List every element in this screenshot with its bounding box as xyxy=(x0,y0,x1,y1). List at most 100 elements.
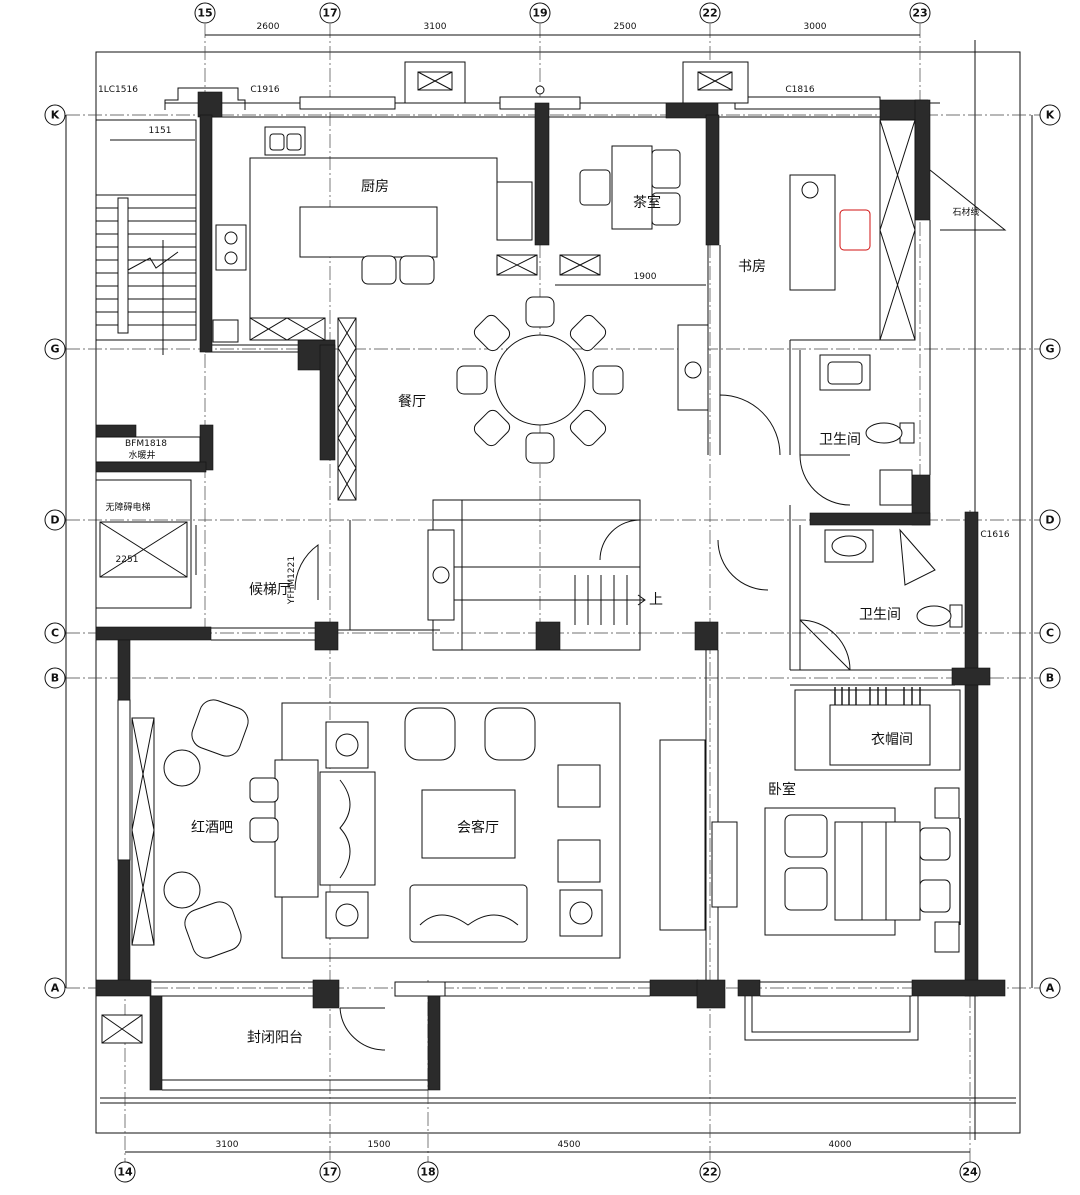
window-label: C1816 xyxy=(785,85,814,95)
kitchen: 厨房 xyxy=(212,126,533,501)
tall-cabinet-cross xyxy=(337,317,357,501)
wall-segment xyxy=(149,995,163,1091)
door-swing xyxy=(719,394,781,456)
stove-burner xyxy=(224,251,238,265)
dim-top: 2500 xyxy=(614,22,637,32)
tall-cabinet xyxy=(337,317,357,501)
toilet-tank xyxy=(949,604,963,628)
grid-bubble-top xyxy=(529,2,551,24)
marker xyxy=(535,85,545,95)
window xyxy=(117,699,131,861)
bookcase xyxy=(879,119,916,341)
sideboard-ornament xyxy=(684,361,702,379)
grid-label-right: G xyxy=(1045,343,1054,356)
bedroom: 卧室 xyxy=(711,781,961,953)
grid-bubble-bottom xyxy=(114,1161,136,1183)
grid-bubble-right xyxy=(1039,622,1061,644)
desk-lamp xyxy=(801,181,819,199)
door-swing xyxy=(799,619,851,671)
door-label-yfhm: YFHM1221 xyxy=(287,556,297,605)
bookcase-cross xyxy=(879,119,916,341)
wall-segment xyxy=(914,99,931,221)
dining: 餐厅 xyxy=(398,296,709,464)
door-swing xyxy=(339,1007,386,1051)
dining-chair xyxy=(525,432,555,464)
kitchen-island xyxy=(299,206,438,258)
wall-segment xyxy=(737,979,761,997)
pillow xyxy=(919,879,951,913)
wall-segment xyxy=(964,511,979,997)
nightstand xyxy=(934,921,960,953)
stair-rail xyxy=(117,197,129,334)
wall-segment xyxy=(95,979,152,997)
grid-label-bottom: 18 xyxy=(420,1166,435,1179)
bar-stool xyxy=(361,255,397,285)
grid-label-top: 17 xyxy=(322,7,337,20)
staircase-center: 上 xyxy=(349,499,663,651)
wall-segment xyxy=(427,995,441,1091)
shower-box xyxy=(879,469,913,506)
door-swing xyxy=(717,539,769,591)
grid-label-top: 15 xyxy=(197,7,212,20)
elevator-area: BFM1818 水暖井 无障碍电梯 2251 YFHM1221 候梯厅 xyxy=(95,436,319,609)
grid-label-left: B xyxy=(51,672,59,685)
window-label: 1LC1516 xyxy=(98,85,138,95)
dim-top: 3000 xyxy=(804,22,827,32)
sideboard-cross xyxy=(496,254,538,276)
column xyxy=(665,102,719,119)
grid-label-right: C xyxy=(1046,627,1054,640)
wine-cabinet-cross xyxy=(131,717,155,946)
grid-bubble-bottom xyxy=(319,1161,341,1183)
room-label-balcony: 封闭阳台 xyxy=(247,1030,303,1046)
sofa-cushions xyxy=(419,914,519,926)
cabinet xyxy=(249,317,326,341)
round-table xyxy=(163,871,201,909)
dining-table xyxy=(494,334,586,426)
grid-bubble-bottom xyxy=(417,1161,439,1183)
water-shaft xyxy=(95,436,201,463)
dim-bottom: 4000 xyxy=(829,1140,852,1150)
dim-top: 2600 xyxy=(257,22,280,32)
room-label-reception: 会客厅 xyxy=(457,819,499,836)
stair-dimension: 1151 xyxy=(149,126,172,136)
tea-chair xyxy=(579,169,611,206)
basin xyxy=(831,535,867,557)
stair-treads xyxy=(96,194,196,326)
grid-bubble-left xyxy=(44,622,66,644)
dining-chair xyxy=(592,365,624,395)
window xyxy=(734,96,881,110)
grid-bubble-top xyxy=(699,2,721,24)
tea-chair xyxy=(651,192,681,226)
wall-segment xyxy=(117,639,131,701)
sink-basin xyxy=(269,133,285,151)
stair-up-label: 上 xyxy=(649,592,663,608)
room-label-dining: 餐厅 xyxy=(398,394,426,410)
tea-chair xyxy=(651,149,681,189)
lounge-chair xyxy=(404,707,456,761)
round-table xyxy=(163,749,201,787)
wall-segment xyxy=(534,102,550,246)
wall-segment xyxy=(809,512,931,526)
grid-label-left: A xyxy=(51,982,60,995)
tea-room: 1900 茶室 xyxy=(496,145,706,286)
tv-cabinet xyxy=(711,821,738,908)
coffee-table xyxy=(421,789,516,859)
room-label-bathroom-1: 卫生间 xyxy=(819,432,861,448)
fridge xyxy=(496,181,533,241)
grid-bubble-right xyxy=(1039,104,1061,126)
grid-label-bottom: 14 xyxy=(117,1166,133,1179)
walls xyxy=(95,91,1006,1091)
dim-bottom: 4500 xyxy=(558,1140,581,1150)
grid-bubble-right xyxy=(1039,667,1061,689)
stair-outline xyxy=(95,119,197,341)
bar-stool xyxy=(249,817,279,843)
bay-window xyxy=(744,996,919,1041)
cloakroom: 衣帽间 xyxy=(794,687,961,771)
armchair xyxy=(784,814,828,858)
wall-segment xyxy=(117,859,131,989)
wall-outlines xyxy=(117,87,955,1091)
wall-segment xyxy=(911,979,1006,997)
grid-bubble-bottom xyxy=(699,1161,721,1183)
door-swing xyxy=(294,544,319,600)
